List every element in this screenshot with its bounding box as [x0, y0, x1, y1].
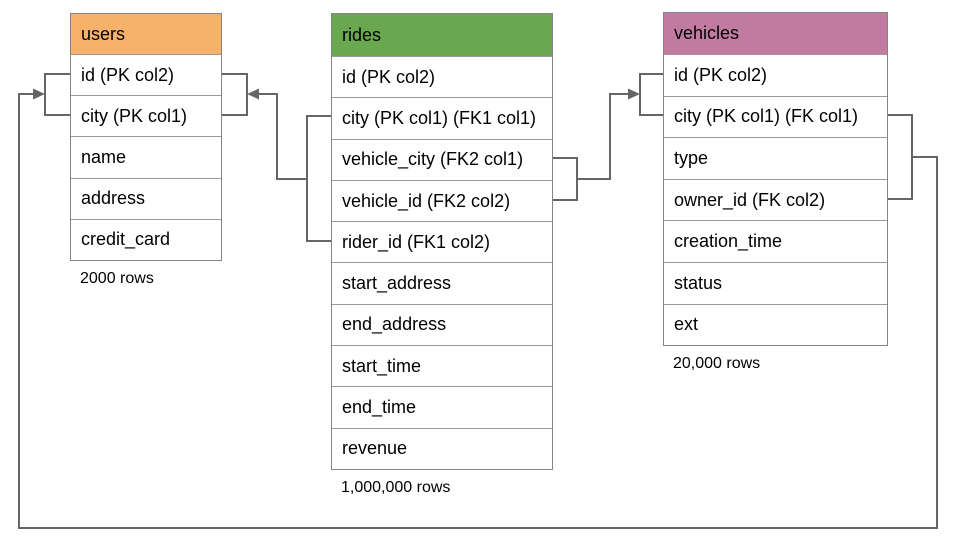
relationship-vehicles-to-users [18, 73, 938, 529]
table-row: owner_id (FK col2) [664, 178, 887, 221]
table-row: id (PK col2) [71, 54, 221, 96]
table-row: ext [664, 303, 887, 346]
table-row: rider_id (FK1 col2) [332, 221, 552, 263]
table-rows: id (PK col2)city (PK col1) (FK1 col1)veh… [332, 56, 552, 469]
table-row: city (PK col1) [71, 95, 221, 137]
table-header: users [71, 14, 221, 54]
table-header: rides [332, 14, 552, 56]
table-row: city (PK col1) (FK1 col1) [332, 97, 552, 139]
table-row: id (PK col2) [332, 56, 552, 98]
arrow-into-vehicles-left [628, 88, 640, 100]
table-row: vehicle_city (FK2 col1) [332, 138, 552, 180]
table-row: creation_time [664, 220, 887, 262]
table-header: vehicles [664, 13, 887, 54]
row-count-label: 2000 rows [80, 269, 154, 287]
table-row: status [664, 261, 887, 304]
table-title: vehicles [674, 23, 740, 43]
arrow-into-users-right [247, 88, 259, 100]
table-title: rides [342, 24, 382, 45]
table-row: end_address [332, 303, 552, 346]
row-count-label: 20,000 rows [673, 355, 761, 373]
table-row: name [71, 136, 221, 178]
table-row: start_address [332, 262, 552, 304]
table-row: vehicle_id (FK2 col2) [332, 179, 552, 222]
relationship-rides-to-vehicles [553, 73, 663, 201]
table-vehicles: vehicles id (PK col2)city (PK col1) (FK … [663, 12, 888, 373]
table-rows: id (PK col2)city (PK col1) (FK col1)type… [664, 54, 887, 346]
table-row: address [71, 177, 221, 219]
table-row: id (PK col2) [664, 54, 887, 96]
table-row: city (PK col1) (FK col1) [664, 95, 887, 138]
table-row: revenue [332, 427, 552, 469]
table-row: end_time [332, 386, 552, 428]
relationship-rides-to-users [222, 73, 331, 242]
arrow-into-users-left [33, 88, 45, 100]
table-row: type [664, 137, 887, 179]
table-row: credit_card [71, 218, 221, 260]
row-count-label: 1,000,000 rows [341, 478, 451, 496]
table-rides: rides id (PK col2)city (PK col1) (FK1 co… [331, 13, 553, 497]
table-title: users [81, 23, 126, 44]
table-row: start_time [332, 345, 552, 387]
